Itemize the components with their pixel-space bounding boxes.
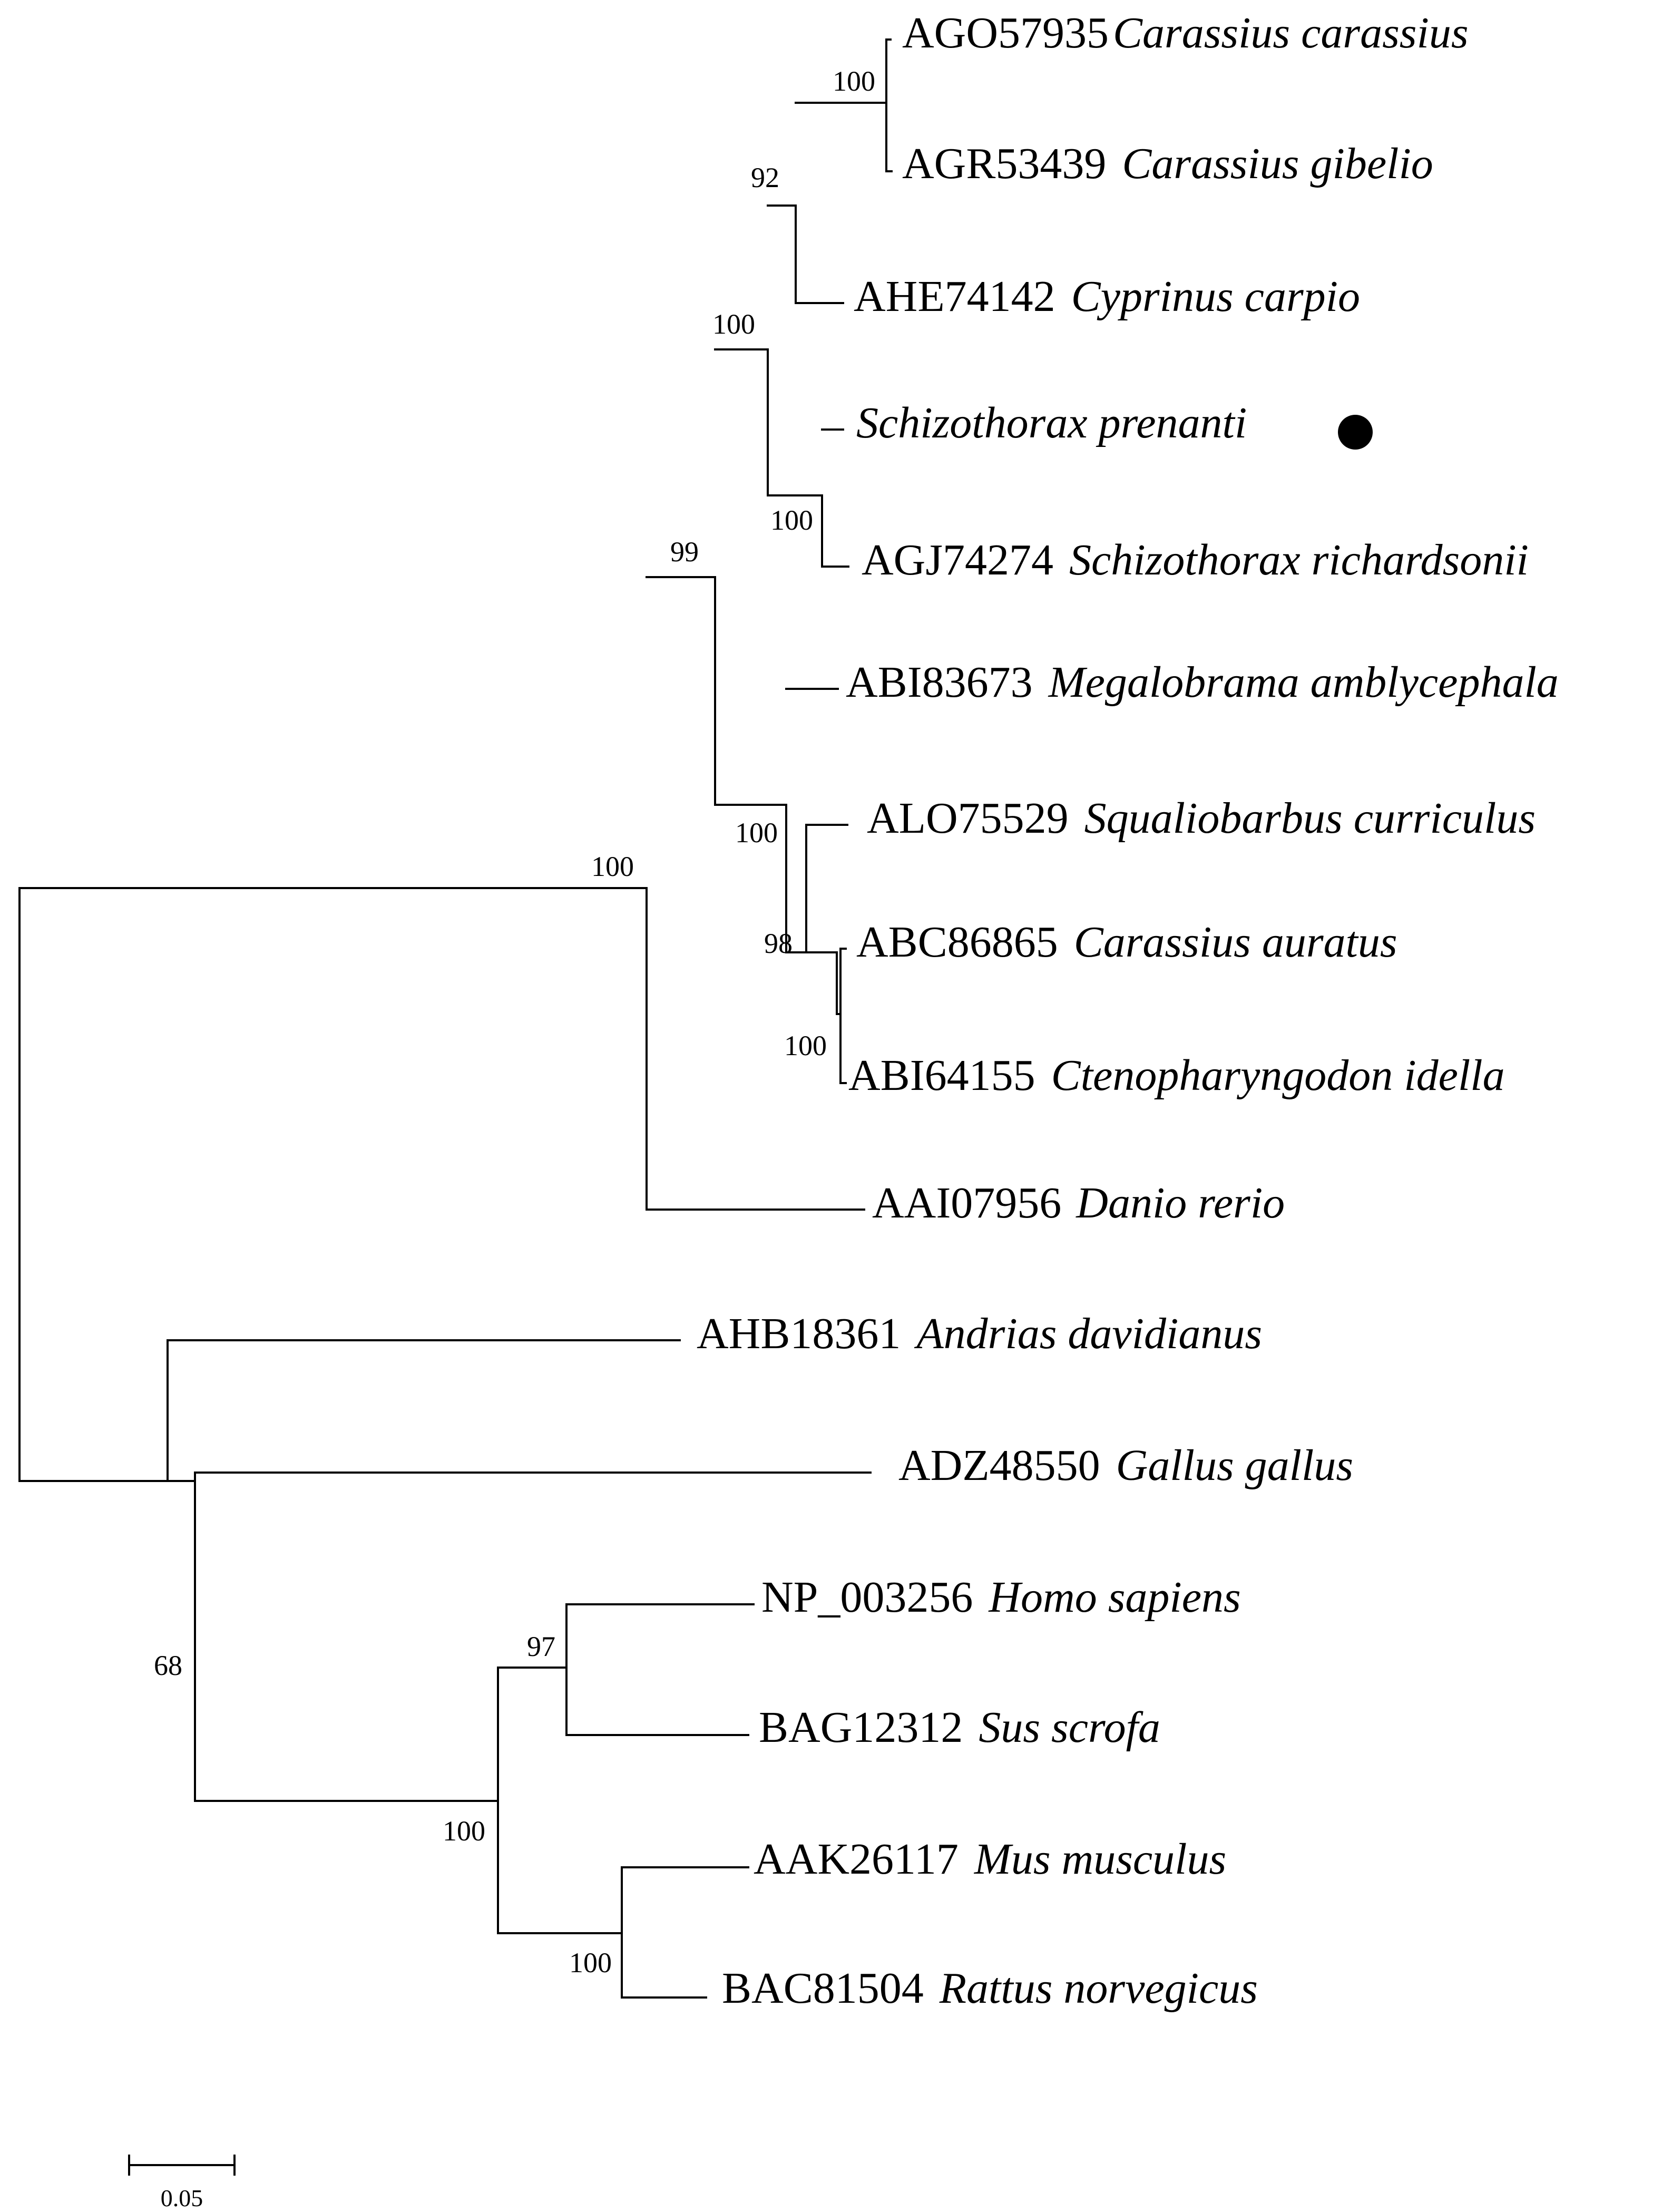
query-marker-dot — [1338, 415, 1373, 450]
branch-mammals — [194, 1667, 499, 1934]
taxon-label-1: AGO57935Carassius carassius — [902, 8, 1469, 57]
bootstrap-carassius-pair: 100 — [833, 65, 875, 97]
branch-human-pig — [497, 1603, 568, 1736]
bootstrap-cyprinid-clade: 99 — [670, 536, 699, 568]
bootstrap-megalobrama-clade: 100 — [735, 817, 778, 849]
branch-carassius-pair — [795, 38, 887, 172]
branch-fish-clade — [18, 887, 648, 1211]
branch-tetrapod-clade — [18, 1339, 169, 1482]
bootstrap-labels: 100 92 100 100 99 100 100 98 100 97 68 1… — [154, 65, 875, 1979]
branch-mouse-rat — [497, 1866, 623, 1999]
bootstrap-squaliobarbus-clade: 98 — [764, 928, 793, 959]
branch-cyprinid-clade — [646, 576, 716, 806]
bootstrap-mammal-clade: 100 — [443, 1815, 485, 1847]
branch-lower-cyprinids — [714, 804, 787, 953]
bootstrap-tetrapod-clade: 68 — [154, 1650, 182, 1681]
taxon-label-4: Schizothorax prenanti — [856, 398, 1247, 447]
bootstrap-carassius-cyprinus: 92 — [751, 162, 779, 193]
scale-bar: 0.05 — [128, 2155, 236, 2211]
bootstrap-auratus-idella: 100 — [784, 1030, 827, 1061]
scale-bar-label: 0.05 — [161, 2185, 203, 2211]
bootstrap-schizothorax-pair: 100 — [770, 504, 813, 536]
branch-schizothorax — [767, 494, 823, 568]
bootstrap-upper-cyprinid-clade: 100 — [712, 308, 755, 340]
scale-bar-line — [128, 2155, 236, 2176]
lower-cyprinid-fix — [805, 948, 847, 1084]
bootstrap-mouse-rat: 100 — [569, 1947, 612, 1979]
bootstrap-fish-clade: 100 — [591, 851, 634, 882]
bootstrap-human-pig: 97 — [527, 1631, 555, 1662]
branch-carassius-cyprinus — [767, 204, 797, 304]
branch-amniotes — [167, 1472, 196, 1482]
branch-upper-cyprinids — [714, 348, 769, 496]
tree-branches — [18, 38, 893, 1999]
